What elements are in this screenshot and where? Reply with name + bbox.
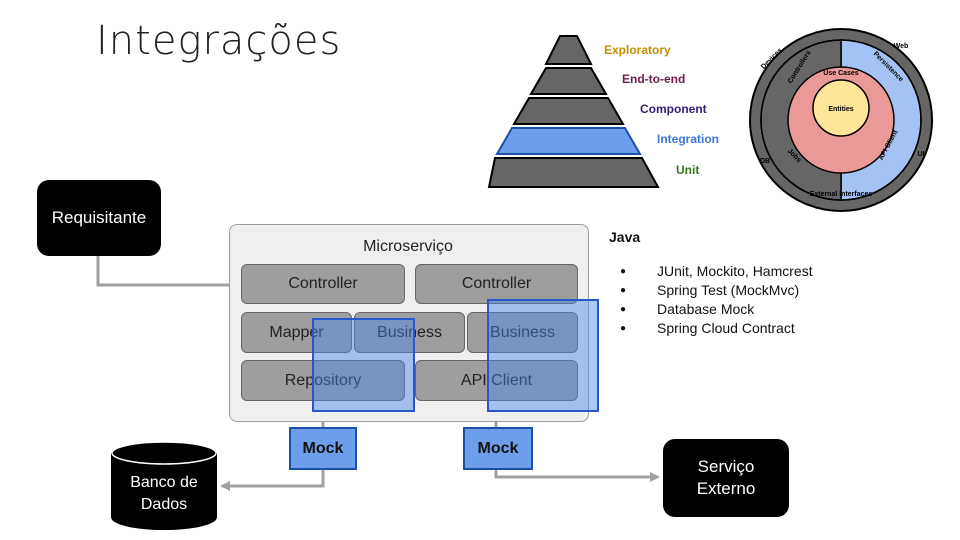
mock-external-service: Mock [463,427,533,470]
onion-label-external-line: External Interfaces [810,191,873,198]
onion-label-web: Web [894,43,909,50]
pyramid-level-unit [487,157,660,188]
pyramid-level-integration [495,127,642,155]
pyramid-label-unit: Unit [676,163,699,177]
business-right: Business [467,312,578,353]
banco-label-line1: Banco de [130,474,198,491]
clean-architecture-diagram: Use Cases Entities Devices Web UI DB Ext… [749,28,933,212]
controller-left: Controller [241,264,405,304]
java-title: Java [609,229,641,245]
pyramid-label-integration: Integration [657,132,719,146]
arrow-mock-to-servico [494,470,660,482]
repository-box: Repository [241,360,405,401]
onion-entities [812,79,870,137]
onion-use-cases-label: Use Cases [823,70,859,77]
onion-label-ui: UI [918,151,925,158]
pyramid-level-exploratory [544,35,593,65]
database-cylinder: Banco de Dados [111,441,217,530]
pyramid-label-exploratory: Exploratory [604,43,671,57]
list-item: Spring Test (MockMvc) [620,281,813,300]
pyramid-label-component: Component [640,102,707,116]
arrow-mock-to-banco [220,470,325,491]
mock-database: Mock [289,427,357,470]
requisitante-box: Requisitante [37,180,161,256]
list-item: JUnit, Mockito, Hamcrest [620,262,813,281]
integration-scope-repository [312,318,415,412]
pyramid-level-end-to-end [529,67,608,95]
microservico-title: Microserviço [363,238,453,255]
pyramid-level-component [512,97,625,125]
pyramid-label-end-to-end: End-to-end [622,72,685,86]
servico-externo-box: Serviço Externo [663,439,789,517]
onion-entities-label: Entities [828,106,853,113]
requisitante-label: Requisitante [51,208,147,227]
onion-label-external: External Interfaces [810,191,873,198]
list-item: Spring Cloud Contract [620,319,813,338]
integration-scope-api-client [487,299,599,412]
page-title: Integrações [96,18,342,64]
servico-label-line1: Serviço [697,457,755,476]
onion-label-db: DB [760,158,770,165]
banco-label-line2: Dados [141,496,187,513]
test-pyramid: Exploratory End-to-end Component Integra… [487,35,719,188]
controller-right: Controller [415,264,578,304]
arrow-requisitante-to-controller [96,256,240,290]
api-client-box: API Client [415,360,578,401]
servico-label-line2: Externo [696,479,756,498]
list-item: Database Mock [620,300,813,319]
java-tools-list: JUnit, Mockito, Hamcrest Spring Test (Mo… [620,262,813,338]
